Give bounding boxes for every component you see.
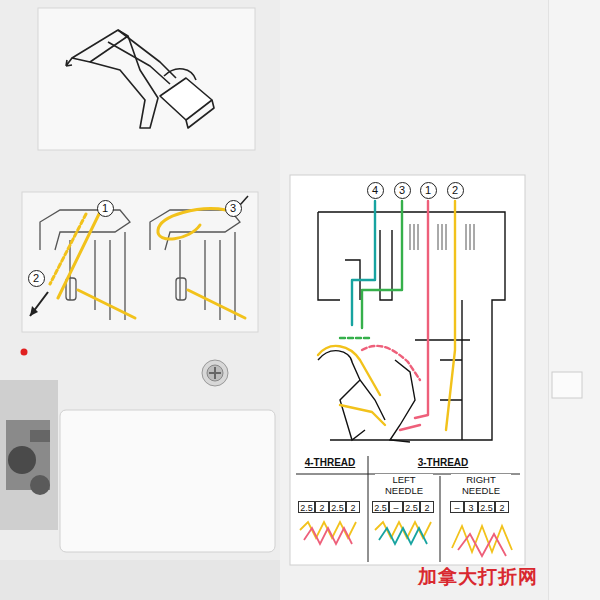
- tension-cell: –: [450, 501, 464, 513]
- tension-cell: 2.5: [372, 501, 389, 513]
- tension-cell: 2: [420, 501, 434, 513]
- tension-cell: 2.5: [298, 501, 315, 513]
- tension-cell: 2.5: [403, 501, 420, 513]
- callout-number: 4: [367, 182, 384, 199]
- callout-number: 2: [28, 270, 45, 287]
- callout-number: 1: [97, 200, 114, 217]
- column-subheading: LEFT NEEDLE: [375, 474, 433, 496]
- callout-number: 3: [394, 182, 411, 199]
- tension-cell: –: [389, 501, 403, 513]
- tension-cell: 2: [495, 501, 509, 513]
- callout-number: 1: [420, 182, 437, 199]
- callout-number: 2: [447, 182, 464, 199]
- tension-cell: 2: [315, 501, 329, 513]
- tension-cell: 2.5: [329, 501, 346, 513]
- tension-cell: 3: [464, 501, 478, 513]
- tension-cell: 2: [346, 501, 360, 513]
- column-heading: 4-THREAD: [303, 457, 358, 468]
- column-heading: 3-THREAD: [416, 457, 471, 468]
- watermark: 加拿大打折网: [418, 564, 538, 590]
- callout-number: 3: [225, 200, 242, 217]
- column-subheading: RIGHT NEEDLE: [451, 474, 511, 496]
- tension-cell: 2.5: [478, 501, 495, 513]
